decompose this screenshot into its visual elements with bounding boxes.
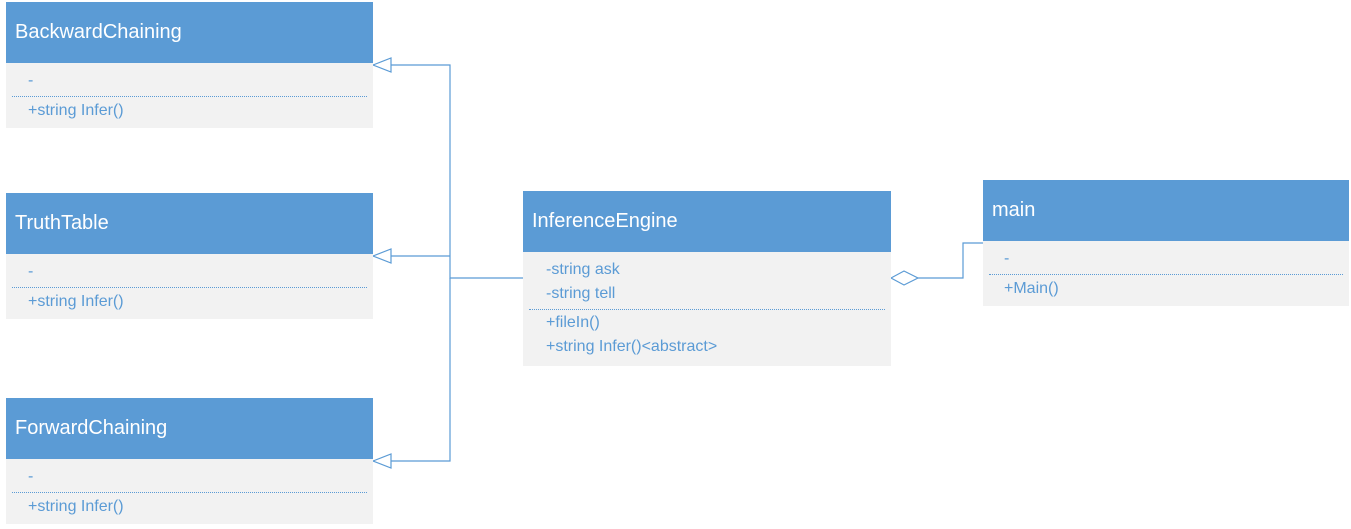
attributes-section: -string ask -string tell <box>523 252 891 309</box>
attributes-section: - <box>6 63 373 96</box>
class-name: ForwardChaining <box>6 398 373 459</box>
inheritance-arrowhead-forward-chaining <box>371 453 392 469</box>
methods-section: +string Infer() <box>6 493 373 519</box>
method: +string Infer() <box>28 498 124 515</box>
attribute: - <box>28 263 34 280</box>
generalization-backward-chaining <box>373 64 523 279</box>
section-divider <box>12 287 367 288</box>
attributes-section: - <box>6 459 373 492</box>
aggregation-diamond <box>889 270 920 286</box>
section-divider <box>989 274 1343 275</box>
class-name: BackwardChaining <box>6 2 373 63</box>
methods-section: +Main() <box>983 275 1349 301</box>
class-name: main <box>983 180 1349 241</box>
aggregation-main <box>918 242 983 279</box>
method: +fileIn() <box>546 314 600 331</box>
class-main: main - +Main() <box>983 180 1349 306</box>
attribute: -string tell <box>546 285 616 302</box>
attribute: -string ask <box>546 261 620 278</box>
class-truth-table: TruthTable - +string Infer() <box>6 193 373 319</box>
generalization-forward-chaining <box>373 278 451 462</box>
section-divider <box>529 309 885 310</box>
method: +string Infer() <box>28 102 124 119</box>
class-inference-engine: InferenceEngine -string ask -string tell… <box>523 191 891 366</box>
class-name: TruthTable <box>6 193 373 254</box>
attribute: - <box>1004 250 1010 267</box>
class-forward-chaining: ForwardChaining - +string Infer() <box>6 398 373 524</box>
attribute: - <box>28 72 34 89</box>
methods-section: +fileIn() +string Infer()<abstract> <box>523 310 891 359</box>
methods-section: +string Infer() <box>6 288 373 314</box>
class-name: InferenceEngine <box>523 191 891 252</box>
inheritance-arrowhead-backward-chaining <box>371 57 392 73</box>
method: +Main() <box>1004 280 1059 297</box>
method: +string Infer() <box>28 293 124 310</box>
method: +string Infer()<abstract> <box>546 338 718 355</box>
attributes-section: - <box>983 241 1349 274</box>
section-divider <box>12 96 367 97</box>
class-backward-chaining: BackwardChaining - +string Infer() <box>6 2 373 128</box>
attributes-section: - <box>6 254 373 287</box>
methods-section: +string Infer() <box>6 97 373 123</box>
section-divider <box>12 492 367 493</box>
inheritance-arrowhead-truth-table <box>371 248 392 264</box>
attribute: - <box>28 468 34 485</box>
